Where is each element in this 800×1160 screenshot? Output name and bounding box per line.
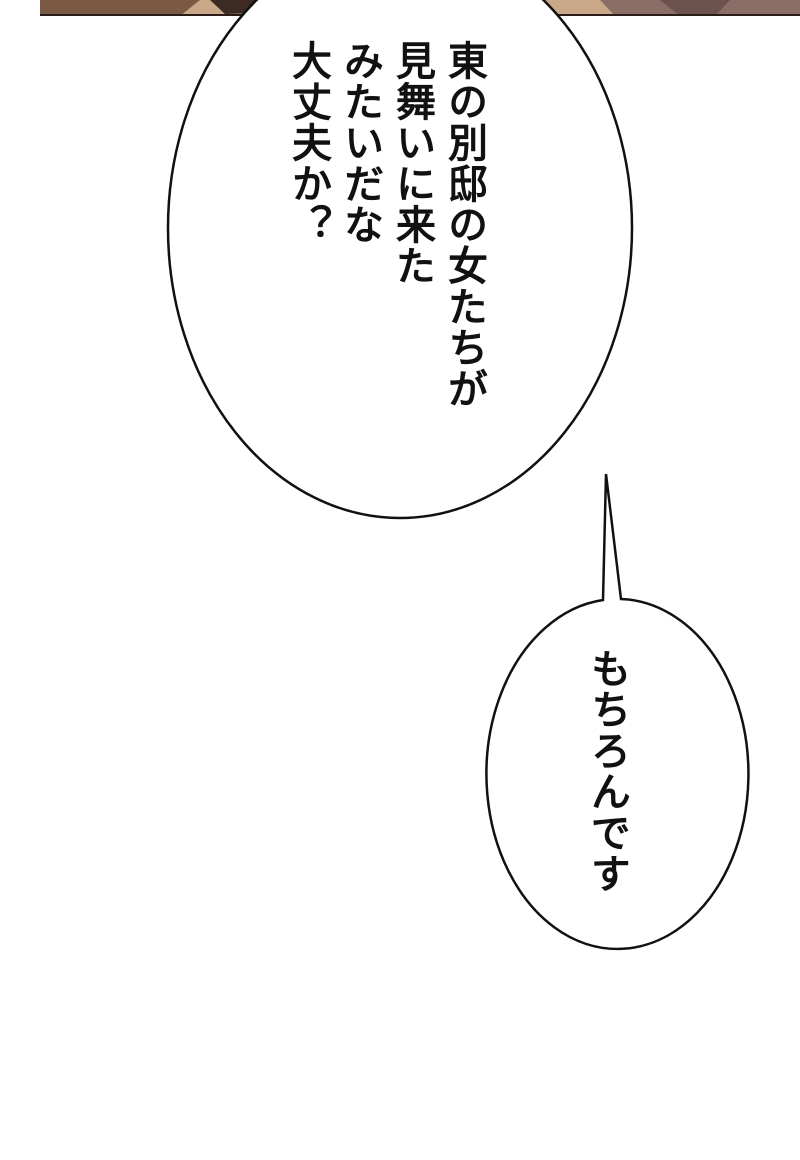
bubble-1-line-2: 見舞いに来た xyxy=(389,40,435,286)
art-cloth-fold xyxy=(660,0,730,16)
speech-bubble-1 xyxy=(166,0,634,520)
speech-bubble-2 xyxy=(485,473,750,951)
bubble-2-line-1: もちろんです xyxy=(584,648,630,894)
bubble-2-text: もちろんです xyxy=(584,648,630,894)
art-left-shadow xyxy=(40,0,200,16)
bubble-1-line-1: 東の別邸の女たちが xyxy=(441,40,487,409)
bubble-1-line-4: 大丈夫か？ xyxy=(285,40,331,245)
bubble-1-text: 東の別邸の女たちが 見舞いに来た みたいだな 大丈夫か？ xyxy=(282,40,490,409)
bubble-1-line-3: みたいだな xyxy=(337,40,383,245)
